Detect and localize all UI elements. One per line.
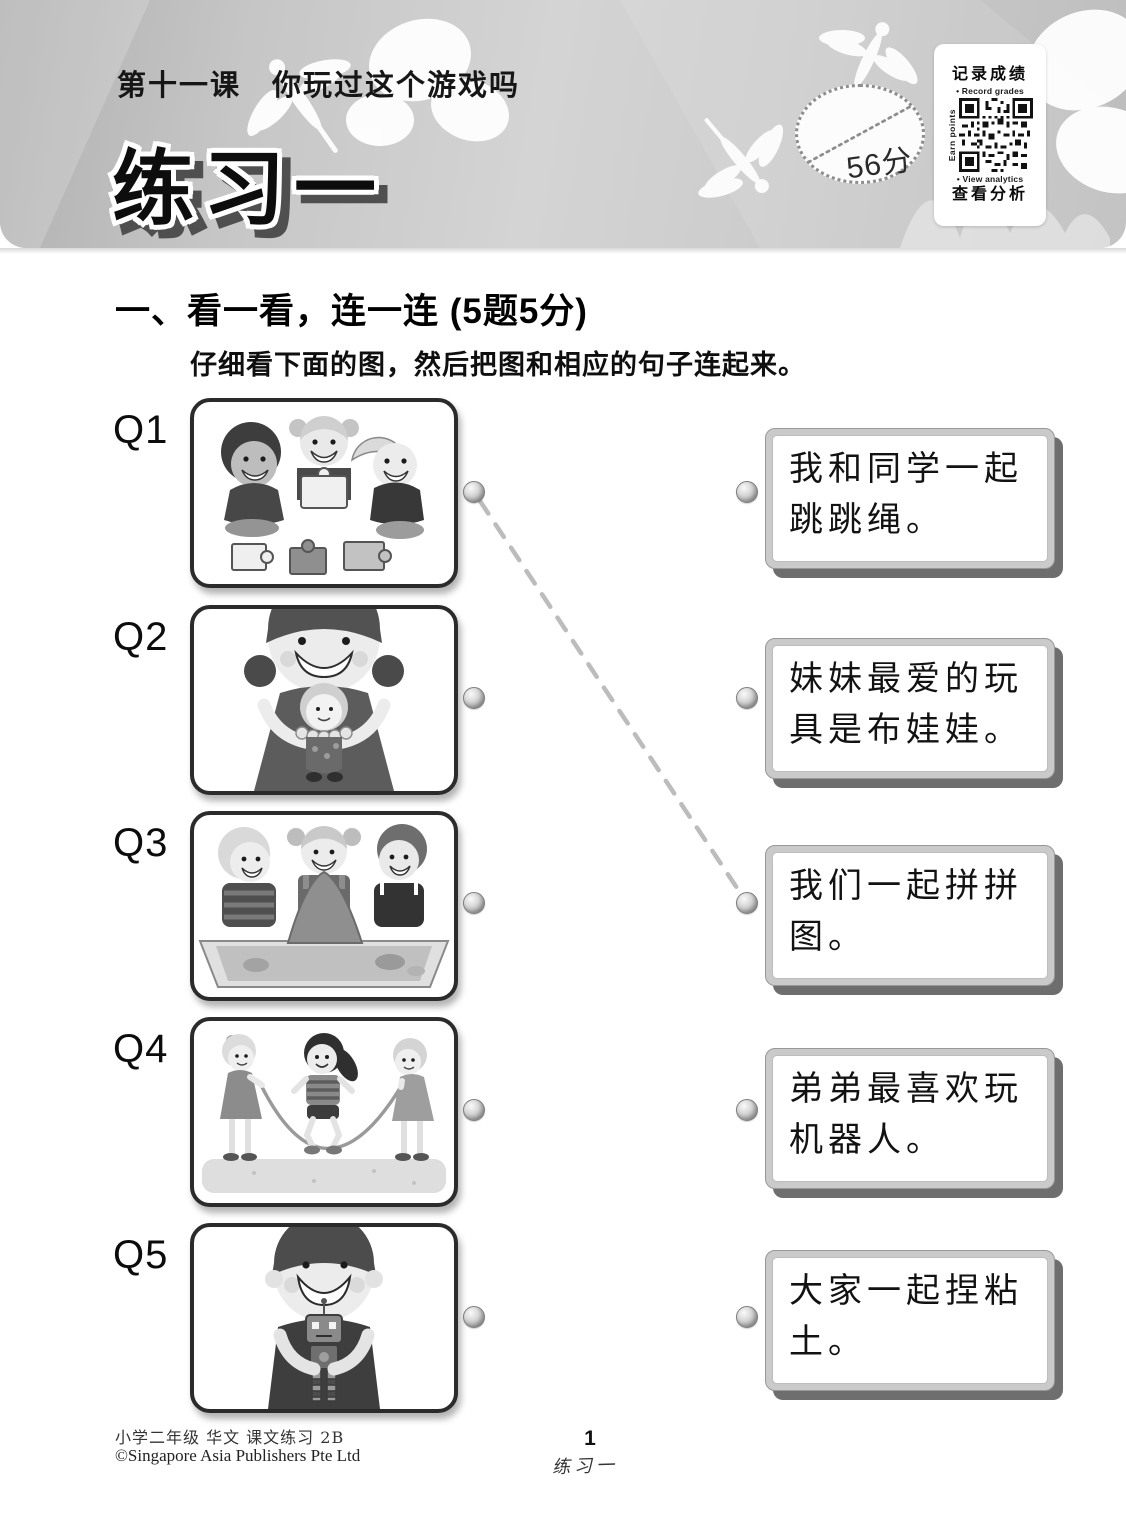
section-heading: 一、看一看，连一连 (5题5分) [115,292,588,331]
sentence-text: 弟弟最喜欢玩机器人。 [772,1055,1048,1182]
dragonfly-icon [247,59,351,153]
question-label: Q5 [113,1233,169,1277]
sentence-card: 大家一起捏粘土。 [765,1250,1055,1391]
butterfly-icon [1026,9,1126,194]
question-image [190,811,458,1001]
jigsaw-puzzle-scene [221,416,424,575]
question-label: Q4 [113,1027,169,1071]
sentence-card: 我和同学一起跳跳绳。 [765,428,1055,569]
qr-code-icon [959,98,1033,172]
qr-subtitle-bottom: • View analytics [956,174,1024,184]
rag-doll-scene [244,609,404,791]
jump-rope-scene [202,1033,446,1193]
question-image [190,398,458,588]
qr-panel: 记录成绩 • Record grades Earn points • View … [934,44,1046,226]
sentence-dot[interactable] [736,481,758,503]
question-image [190,1017,458,1207]
sentence-card: 妹妹最爱的玩具是布娃娃。 [765,638,1055,779]
question-label: Q3 [113,821,169,865]
question-dot[interactable] [463,892,485,914]
header-divider [0,248,1126,254]
score-badge: 56分 [795,84,925,185]
toy-robot-scene [265,1227,383,1409]
qr-title-bottom: 查看分析 [951,186,1028,203]
answer-connection-line [477,498,744,897]
sentence-text: 大家一起捏粘土。 [772,1257,1048,1384]
footer-publisher: ©Singapore Asia Publishers Pte Ltd [115,1446,361,1465]
sentence-text: 妹妹最爱的玩具是布娃娃。 [772,645,1048,772]
page-title: 练习一 练习一 练习一 [107,122,592,249]
instruction-text: 仔细看下面的图，然后把图和相应的句子连起来。 [190,350,806,380]
score-diagonal-line [806,104,914,164]
footer-page-number: 1 [584,1427,596,1450]
question-dot[interactable] [463,481,485,503]
sentence-dot[interactable] [736,687,758,709]
page-title-shadow: 练习一 [116,149,395,249]
sentence-card: 弟弟最喜欢玩机器人。 [765,1048,1055,1189]
dragonfly-icon [698,118,784,198]
question-dot[interactable] [463,687,485,709]
footer-page-label: 练习一 [551,1454,619,1479]
page-title-outline: 练习一 [107,140,386,240]
qr-title-top: 记录成绩 [951,65,1028,83]
question-label: Q2 [113,615,169,659]
question-dot[interactable] [463,1306,485,1328]
sentence-text: 我和同学一起跳跳绳。 [772,435,1048,562]
footer-book-title: 小学二年级 华文 课文练习 2B [115,1428,345,1447]
sentence-dot[interactable] [736,1099,758,1121]
header-band: 第十一课 你玩过这个游戏吗 练习一 练习一 练习一 56分 记录成绩 • Rec… [0,0,1126,248]
flower-icon [346,18,509,146]
sentence-text: 我们一起拼拼图。 [772,852,1048,979]
sentence-card: 我们一起拼拼图。 [765,845,1055,986]
sentence-dot[interactable] [736,892,758,914]
qr-subtitle-top: • Record grades [956,86,1024,96]
question-image [190,1223,458,1413]
score-value: 56分 [844,143,915,186]
question-label: Q1 [113,408,169,452]
qr-side-label: Earn points [947,108,957,162]
lesson-title: 第十一课 你玩过这个游戏吗 [117,70,521,102]
question-image [190,605,458,795]
page-title-text: 练习一 [112,144,386,235]
question-dot[interactable] [463,1099,485,1121]
sentence-dot[interactable] [736,1306,758,1328]
clay-molding-scene [198,824,450,988]
light-panel [0,0,150,248]
